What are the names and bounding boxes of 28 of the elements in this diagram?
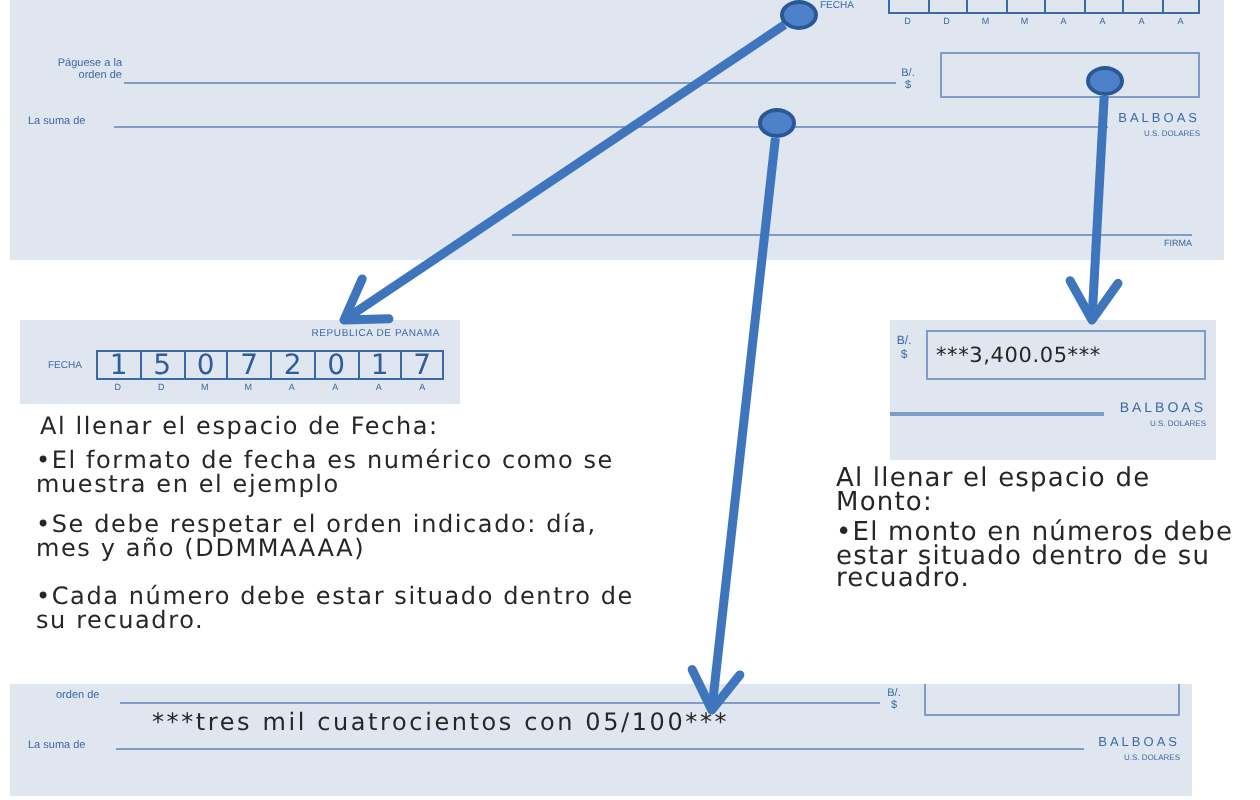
amount-box bbox=[924, 684, 1180, 716]
date-digit-box: 2 bbox=[270, 350, 314, 380]
arrow bbox=[339, 21, 788, 325]
date-digit-box: 1 bbox=[96, 350, 140, 380]
date-example-panel bbox=[20, 320, 460, 404]
arrow bbox=[1065, 95, 1123, 325]
marker-dot bbox=[1086, 66, 1124, 96]
instruction-bullet: •Cada número debe estar situado dentro de su recuadro. bbox=[36, 584, 636, 632]
instruction-bullet: •El monto en números debe estar situado dentro de su recuadro. bbox=[836, 522, 1236, 591]
amount-box: ***3,400.05*** bbox=[926, 330, 1206, 380]
date-digit-box: 0 bbox=[183, 350, 227, 380]
instruction-bullet: •Se debe respetar el orden indicado: día, mes y año (DDMMAAAA) bbox=[36, 512, 599, 560]
arrow bbox=[687, 137, 780, 715]
date-digit-box: 0 bbox=[313, 350, 357, 380]
date-digit-box: 7 bbox=[400, 350, 444, 380]
instruction-heading: Al llenar el espacio de Fecha: bbox=[40, 414, 441, 438]
marker-dot bbox=[780, 0, 818, 30]
amount-box bbox=[940, 52, 1200, 98]
date-digit-box: 5 bbox=[139, 350, 183, 380]
date-digit-box: 7 bbox=[226, 350, 270, 380]
check-form-strip bbox=[10, 684, 1192, 796]
instruction-bullet: •El formato de fecha es numérico como se muestra en el ejemplo bbox=[36, 448, 616, 496]
written-amount-text: ***tres mil cuatrocientos con 05/100*** bbox=[152, 710, 730, 736]
date-digit-box: 1 bbox=[357, 350, 401, 380]
instruction-heading: Al llenar el espacio de Monto: bbox=[836, 468, 1153, 514]
amount-example-panel bbox=[890, 320, 1216, 460]
check-form-panel bbox=[10, 0, 1224, 260]
marker-dot bbox=[758, 108, 796, 138]
